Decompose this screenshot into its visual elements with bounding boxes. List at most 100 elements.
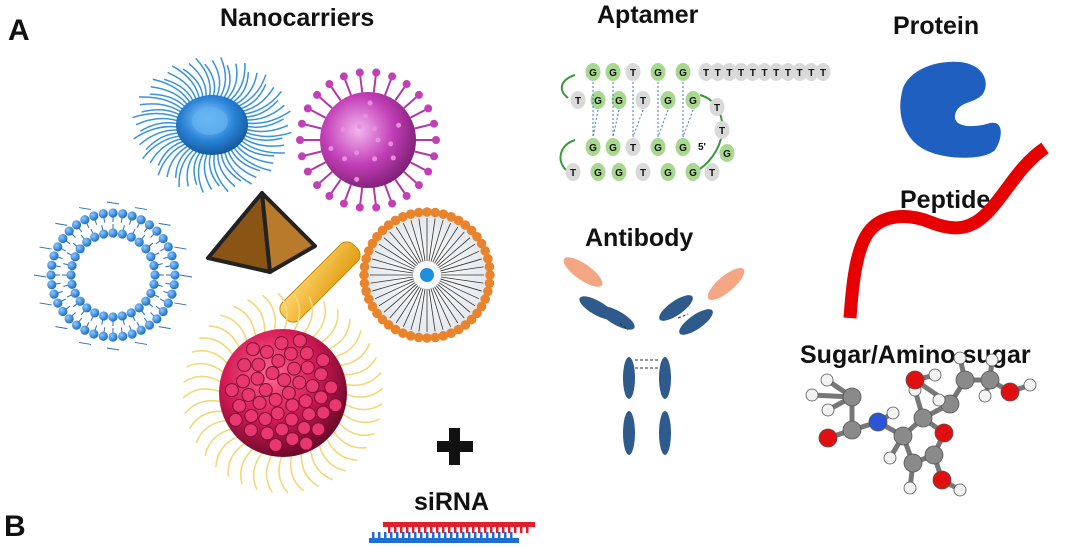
dendrimer-branch: [418, 288, 426, 332]
dendrimer-branch: [378, 243, 416, 268]
aptamer-base-bead: [660, 91, 676, 109]
virus-surface-dot: [340, 127, 346, 133]
sirna-antisense-strand: [369, 538, 519, 543]
lipid-head: [134, 303, 144, 313]
aptamer-base-bead: [635, 163, 651, 181]
aptamer-base-bead: [611, 163, 627, 181]
aptamer-base-letter: T: [630, 68, 636, 79]
virus-spike-tip: [388, 199, 397, 208]
virus-spike-tip: [325, 80, 334, 89]
aptamer-base-bead: [745, 63, 761, 81]
lipid-head: [90, 308, 100, 318]
particle-knob: [228, 412, 243, 427]
aptamer-base: T: [698, 63, 714, 81]
particle-knob: [237, 357, 252, 372]
dendrimer-terminal: [398, 211, 408, 222]
lipid-head: [167, 289, 177, 299]
aptamer-base-bead: [698, 63, 714, 81]
aptamer-stacking-line: [632, 109, 644, 138]
dendrimer-terminal: [390, 215, 401, 226]
particle-knob: [283, 346, 298, 361]
sirna-base-top: [418, 527, 421, 533]
virus-spike-tip: [313, 181, 322, 190]
molecule-atom-h: [932, 393, 946, 407]
sirna-base-top: [400, 527, 403, 533]
lipid-head: [149, 261, 159, 271]
virus-surface-dot: [328, 145, 334, 151]
virus-spike-tip: [372, 203, 381, 212]
sirna-title: siRNA: [414, 488, 490, 516]
aptamer-base: G: [590, 91, 606, 109]
aptamer-base-bead: [611, 91, 627, 109]
dendrimer-terminal: [446, 211, 456, 222]
sirna-base-top: [388, 527, 391, 533]
peg-chain: [252, 449, 266, 490]
lipid-head: [67, 261, 77, 271]
aptamer-base-bead: [710, 63, 726, 81]
aptamer-base-bead: [590, 91, 606, 109]
sirna-base-bottom: [510, 532, 513, 538]
particle-knob: [258, 383, 273, 398]
dendrimer-branch: [437, 283, 471, 313]
aptamer-base: T: [635, 163, 651, 181]
dendrimer-branch: [374, 280, 415, 300]
particle-knob: [300, 360, 315, 375]
molecule-atom-h: [821, 403, 835, 417]
sirna-base-bottom: [438, 532, 441, 538]
aptamer-base-bead: [675, 138, 691, 156]
aptamer-base-letter: T: [761, 68, 767, 79]
particle-knob: [301, 407, 316, 422]
lipid-head: [108, 312, 118, 322]
particle-knob: [260, 426, 275, 441]
molecule-atom-h: [953, 483, 967, 497]
aptamer-base-letter: T: [738, 68, 744, 79]
dendrimer-branch: [372, 278, 414, 292]
lipid-head: [89, 211, 99, 221]
aptamer-base-letter: T: [715, 68, 721, 79]
aptamer-base: T: [733, 63, 749, 81]
particle-knob: [258, 411, 273, 426]
molecule-atom-o: [905, 370, 925, 390]
molecule-atom-h: [820, 373, 834, 387]
particle-knob: [297, 420, 312, 435]
aptamer-base-bead: [719, 144, 735, 162]
aptamer-base: G: [650, 63, 666, 81]
liposome-marker: [33, 274, 47, 278]
virus-spike-tip: [414, 90, 423, 99]
virus-surface-dot: [372, 156, 378, 162]
virus-surface-dot: [354, 176, 360, 182]
aptamer-base-bead: [635, 91, 651, 109]
sirna-base-top: [472, 527, 475, 533]
lipid-head: [126, 232, 136, 242]
particle-knob: [314, 367, 329, 382]
sirna-base-top: [454, 527, 457, 533]
sirna-base-bottom: [474, 532, 477, 538]
particle-knob: [274, 422, 289, 437]
sirna-base-top: [526, 527, 529, 533]
particle-knob: [299, 346, 314, 361]
sirna-base-bottom: [396, 532, 399, 538]
dendrimer-branch: [389, 231, 419, 265]
lipid-head: [82, 303, 92, 313]
aptamer-stacking-line: [592, 109, 599, 138]
aptamer-base-bead: [625, 63, 641, 81]
liposome-marker: [134, 207, 148, 211]
protein-structure: [900, 61, 1001, 158]
virus-capsid: [320, 92, 416, 188]
dendrimer-branch: [428, 288, 436, 332]
aptamer-base-bead: [565, 163, 581, 181]
sirna-base-top: [490, 527, 493, 533]
dendrimer-branch: [410, 288, 424, 330]
lipid-head: [150, 270, 160, 280]
peg-chain: [215, 434, 241, 468]
lipid-head: [149, 279, 159, 289]
aptamer-base-bead: [570, 91, 586, 109]
aptamer-base-bead: [768, 63, 784, 81]
lipid-head: [64, 226, 74, 236]
lipid-head: [163, 298, 173, 308]
dendrimer-terminal: [460, 320, 471, 330]
aptamer-base-bead: [585, 138, 601, 156]
liposome-marker: [106, 347, 120, 351]
